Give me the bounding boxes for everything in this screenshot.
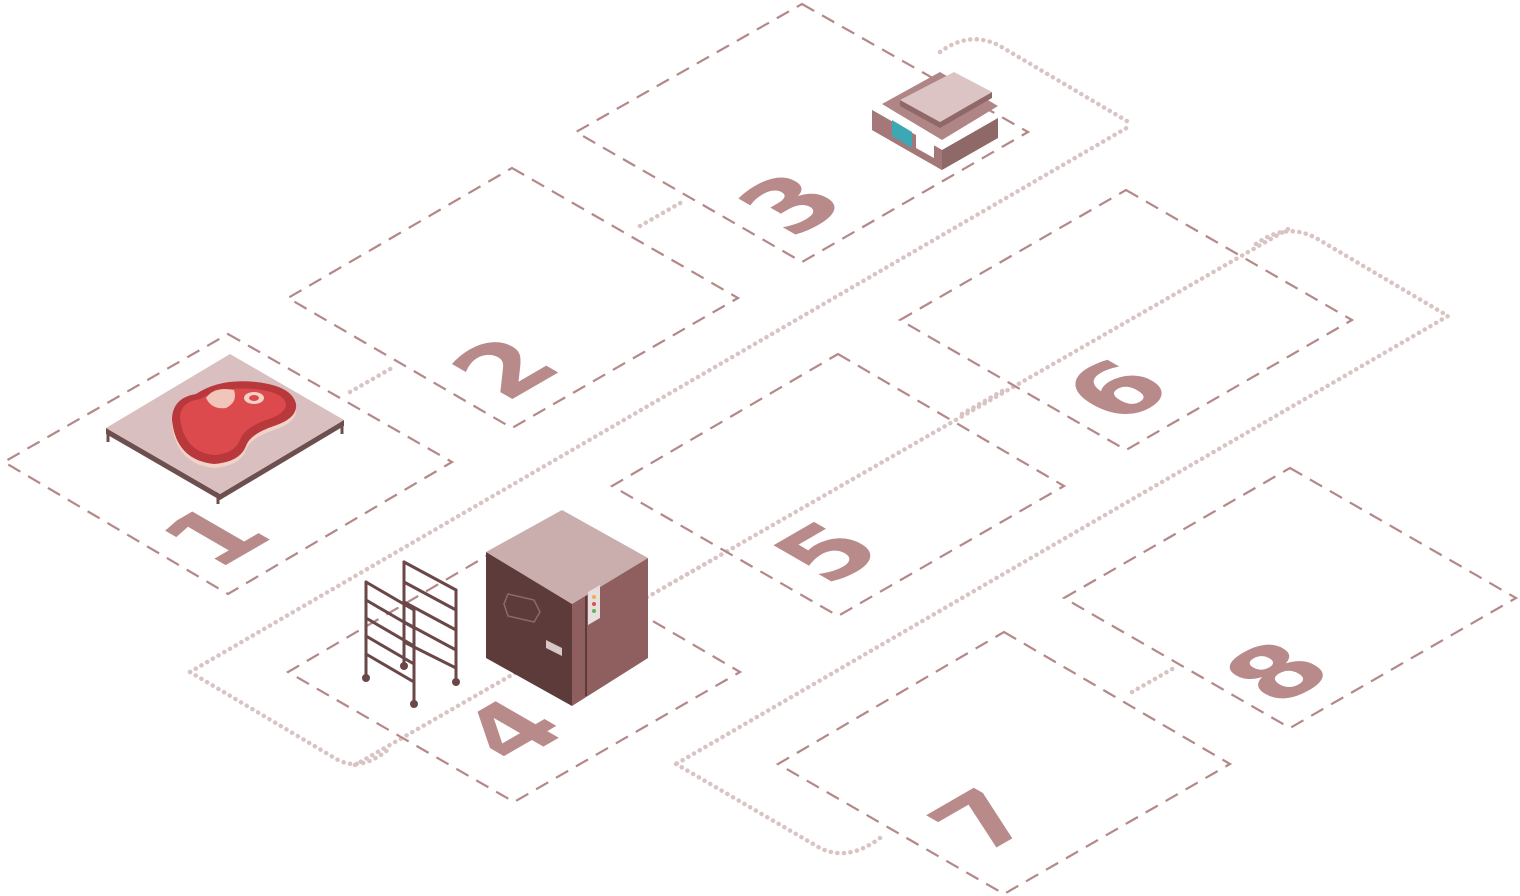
connector-5-4 bbox=[667, 557, 715, 587]
zone-outline-2 bbox=[285, 166, 741, 430]
circulation-paths bbox=[187, 37, 1453, 856]
connector-3-2 bbox=[637, 199, 685, 229]
zone-outline-6 bbox=[897, 188, 1355, 452]
connector-8-7 bbox=[1129, 665, 1177, 695]
connector-6-5 bbox=[959, 387, 1007, 417]
main-path bbox=[187, 123, 1133, 675]
meat-steak-icon bbox=[172, 381, 297, 468]
zone-outline-7 bbox=[775, 630, 1233, 896]
zone-number-8: 8 bbox=[1197, 626, 1359, 719]
zone-numbers: 1 2 3 4 5 6 7 8 bbox=[135, 158, 1359, 867]
weighing-scale-icon bbox=[872, 72, 998, 170]
zone-outline-1 bbox=[1, 332, 455, 596]
zone-outline-5 bbox=[609, 352, 1067, 618]
zone-number-3: 3 bbox=[711, 158, 873, 251]
main-path-lower bbox=[352, 225, 1293, 768]
zone-number-7: 7 bbox=[903, 774, 1065, 867]
path-loop-left bbox=[187, 669, 393, 767]
zone-outline-4 bbox=[285, 538, 743, 804]
oven-cabinet-icon bbox=[486, 510, 648, 706]
path-loop-bottom bbox=[673, 761, 883, 856]
path-loop-top bbox=[937, 37, 1135, 127]
zone-number-5: 5 bbox=[747, 506, 909, 599]
path-loop-right bbox=[673, 229, 1453, 767]
trolley-rack-icon bbox=[362, 560, 460, 708]
zone-outline-8 bbox=[1061, 466, 1519, 730]
zone-number-2: 2 bbox=[425, 322, 587, 415]
prep-table-with-meat-icon bbox=[106, 354, 344, 504]
connector-2-1 bbox=[347, 365, 395, 395]
